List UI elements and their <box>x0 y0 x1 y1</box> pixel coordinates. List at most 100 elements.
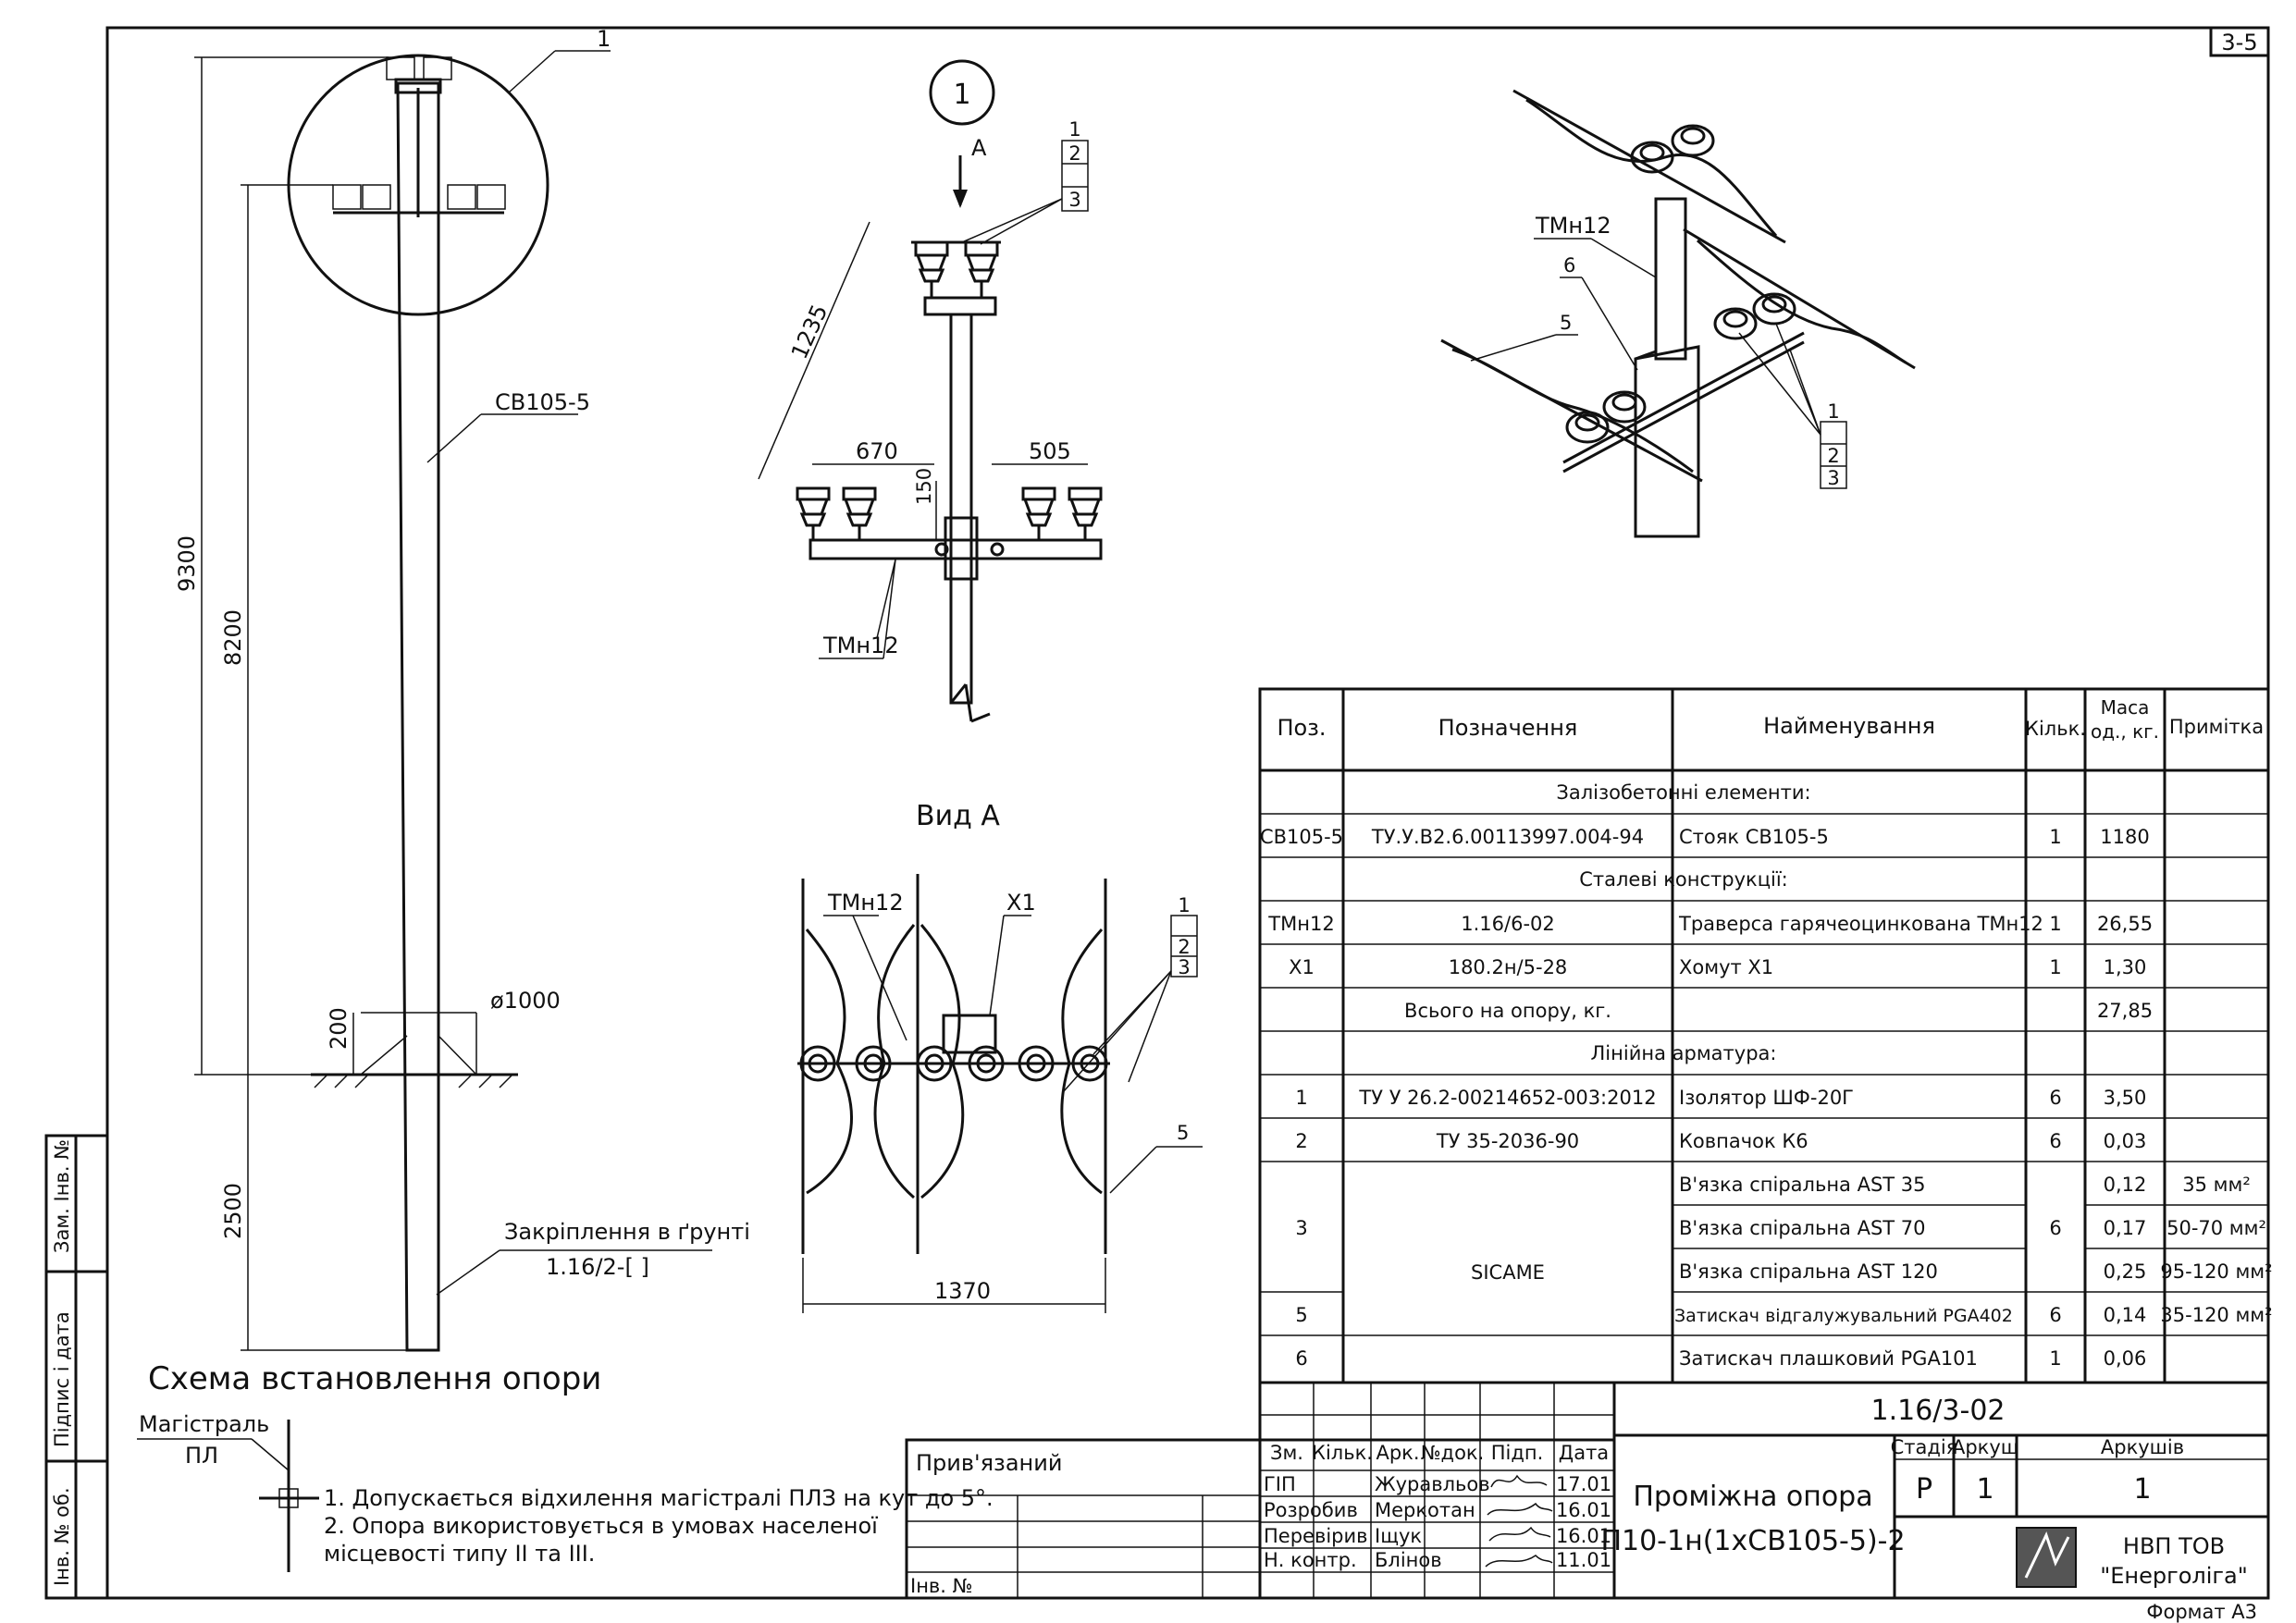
legend-title: Магістраль <box>139 1411 269 1437</box>
doc-code: 1.16/3-02 <box>1871 1395 2006 1427</box>
col-zm: Зм. <box>1270 1442 1303 1464</box>
signature-1 <box>1487 1502 1553 1516</box>
spec-table: Поз. Позначення Найменування Кільк. Маса… <box>1258 687 2273 1384</box>
row3-mass: 27,85 <box>2097 1000 2153 1022</box>
row8-mass: 0,25 <box>2104 1260 2147 1283</box>
scheme-callout: 1 <box>597 26 611 52</box>
stage-value: Р <box>1916 1473 1932 1506</box>
inv-label: Інв. № <box>910 1575 973 1597</box>
col-kilk: Кільк. <box>1312 1442 1373 1464</box>
row5-pos: 2 <box>1295 1130 1307 1152</box>
row5-code: ТУ 35-2036-90 <box>1436 1130 1579 1152</box>
va-tag-2: 2 <box>1178 936 1190 958</box>
row9-note: 35-120 мм² <box>2160 1304 2272 1326</box>
row10-pos: 6 <box>1295 1347 1307 1370</box>
view-a-title: Вид А <box>916 800 1000 832</box>
row5-name: Ковпачок К6 <box>1679 1130 1808 1152</box>
va-label-5: 5 <box>1177 1122 1189 1144</box>
row10-qty: 1 <box>2049 1347 2061 1370</box>
staff3-date: 11.01 <box>1556 1549 1611 1571</box>
signature-2 <box>1488 1526 1551 1542</box>
section-steel: Сталеві конструкції: <box>1579 868 1788 891</box>
row1-code: 1.16/6-02 <box>1461 913 1555 935</box>
row9-mass: 0,14 <box>2104 1304 2147 1326</box>
note-1: 1. Допускається відхилення магістралі ПЛ… <box>324 1485 994 1511</box>
d1-tag-1: 1 <box>1068 118 1080 141</box>
detail-1: 1 А 1 2 3 <box>758 59 1103 723</box>
staff2-role: Перевірив <box>1264 1525 1368 1547</box>
row7-mass: 0,17 <box>2104 1217 2147 1239</box>
staff2-name: Іщук <box>1375 1525 1422 1547</box>
staff1-date: 16.01 <box>1556 1499 1611 1521</box>
company-line1: НВП ТОВ <box>2123 1533 2225 1559</box>
row5-mass: 0,03 <box>2104 1130 2147 1152</box>
hdr-note: Примітка <box>2169 716 2264 738</box>
iso-traverse-label: ТМн12 <box>1535 213 1611 239</box>
sheets-label: Аркушів <box>2101 1436 2184 1458</box>
format-label: Формат А3 <box>2146 1601 2257 1623</box>
pole-top-assembly <box>332 56 506 217</box>
hdr-mass: Маса од., кг. <box>2090 696 2160 743</box>
row4-name: Ізолятор ШФ-20Г <box>1679 1087 1854 1109</box>
row9-name: Затискач відгалужувальний PGA402 <box>1674 1306 2013 1326</box>
margin-label-inv: Інв. № об. <box>51 1487 73 1586</box>
isometric-view: ТМн12 6 5 1 2 3 <box>1440 89 1916 538</box>
row10-mass: 0,06 <box>2104 1347 2147 1370</box>
col-pidp: Підп. <box>1491 1442 1544 1464</box>
staff3-role: Н. контр. <box>1264 1549 1357 1571</box>
va-tag-3: 3 <box>1178 956 1190 978</box>
signature-3 <box>1485 1555 1553 1568</box>
va-tag-1: 1 <box>1178 894 1190 916</box>
iso-tag-1: 1 <box>1827 400 1839 423</box>
left-margin-stamp: Зам. Інв. № Підпис і дата Інв. № об. <box>44 1134 109 1600</box>
title-block: 1.16/3-02 Зм. Кільк. Арк. №док. Підп. Да… <box>1258 1381 2270 1600</box>
detail-marker-number: 1 <box>953 79 970 111</box>
legend-sub: ПЛ <box>185 1443 218 1469</box>
dim-above: 8200 <box>220 609 246 666</box>
row0-qty: 1 <box>2049 826 2061 848</box>
section-concrete: Залізобетонні елементи: <box>1556 781 1810 804</box>
pole-body <box>396 81 440 1352</box>
staff3-name: Блінов <box>1375 1549 1442 1571</box>
row6-pos: 3 <box>1295 1217 1307 1239</box>
margin-label-signature: Підпис і дата <box>51 1311 73 1447</box>
col-ark: Арк. <box>1376 1442 1419 1464</box>
staff1-role: Розробив <box>1264 1499 1358 1521</box>
arrow-label: А <box>971 135 987 161</box>
sheet-label: Аркуш <box>1952 1436 2018 1458</box>
view-a-traverse-label: ТМн12 <box>827 890 904 916</box>
row0-mass: 1180 <box>2100 826 2149 848</box>
staff0-date: 17.01 <box>1556 1473 1611 1495</box>
iso-insulators <box>1565 124 1796 444</box>
note-3: місцевості типу ІІ та ІІІ. <box>324 1541 595 1567</box>
iso-label-5: 5 <box>1560 312 1572 334</box>
dim-base: 200 <box>326 1007 352 1050</box>
row2-qty: 1 <box>2049 956 2061 978</box>
dim-vert: 150 <box>913 468 935 505</box>
section-fittings: Лінійна арматура: <box>1591 1042 1777 1064</box>
signature-0 <box>1490 1474 1548 1488</box>
d1-tag-3: 3 <box>1068 189 1080 211</box>
notes: Магістраль ПЛ 1. Допускається відхилення… <box>137 1411 994 1572</box>
spiral-tie-left <box>805 928 853 1195</box>
stage-label: Стадія <box>1891 1436 1958 1458</box>
hdr-qty: Кільк. <box>2025 718 2086 740</box>
d1-traverse-label: ТМн12 <box>822 633 899 658</box>
row3-code: Всього на опору, кг. <box>1404 1000 1611 1022</box>
staff2-date: 16.01 <box>1556 1525 1611 1547</box>
hdr-name: Найменування <box>1763 713 1935 739</box>
traverse-insulators <box>796 486 1103 540</box>
title-line1: Проміжна опора <box>1633 1481 1872 1513</box>
dim-below: 2500 <box>220 1183 246 1239</box>
title-line2: П10-1н(1хСВ105-5)-2 <box>1600 1525 1905 1557</box>
row4-pos: 1 <box>1295 1087 1307 1109</box>
sheets-value: 1 <box>2133 1473 2151 1506</box>
staff0-role: ГІП <box>1264 1473 1296 1495</box>
attached-label: Прив'язаний <box>916 1450 1062 1476</box>
row0-code: ТУ.У.В2.6.00113997.004-94 <box>1371 826 1644 848</box>
col-data: Дата <box>1559 1442 1609 1464</box>
sheet-value: 1 <box>1976 1473 1994 1506</box>
row4-code: ТУ У 26.2-00214652-003:2012 <box>1358 1087 1656 1109</box>
row7-note: 50-70 мм² <box>2166 1217 2266 1239</box>
dim-left: 670 <box>856 438 898 464</box>
